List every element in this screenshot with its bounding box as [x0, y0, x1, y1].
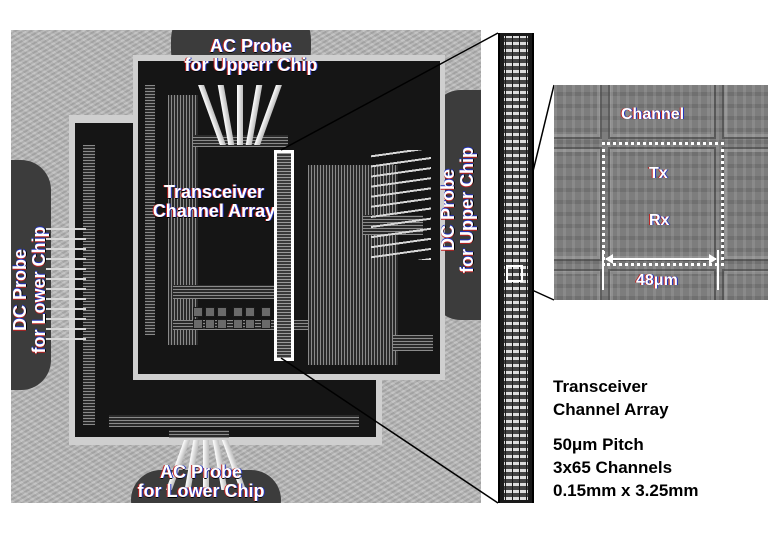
arrow-right-icon — [709, 254, 717, 264]
spec-channels: 3x65 Channels — [553, 458, 673, 477]
arrow-left-icon — [605, 254, 613, 264]
strip-channel-cells — [504, 36, 528, 500]
dc-probe-upper-needles — [371, 150, 431, 260]
label-ac-probe-upper: AC Probe for Upperr Chip — [184, 36, 318, 75]
die-photo: AC Probe for Upperr Chip Transceiver Cha… — [11, 30, 481, 503]
ac-probe-upper-needles — [198, 85, 282, 145]
caption-specs: 50μm Pitch 3x65 Channels 0.15mm x 3.25mm — [553, 433, 699, 502]
label-dimension: 48μm — [636, 272, 678, 289]
channel-array-strip — [498, 33, 534, 503]
ac-probe-lower-needles — [165, 440, 247, 490]
label-channel: Channel — [621, 106, 685, 123]
label-rx: Rx — [649, 212, 670, 229]
caption-title: Transceiver Channel Array — [553, 377, 669, 419]
label-transceiver-array: Transceiver Channel Array — [152, 182, 276, 221]
label-tx: Tx — [649, 165, 668, 182]
label-ac-probe-lower: AC Probe for Lower Chip — [137, 462, 265, 501]
dimension-line — [606, 258, 716, 260]
spec-dimensions: 0.15mm x 3.25mm — [553, 481, 699, 500]
leader-line-bottom — [280, 357, 499, 504]
leader-line-top — [280, 32, 499, 151]
spec-pitch: 50μm Pitch — [553, 435, 644, 454]
channel-zoom-inset: Channel Tx Rx 48μm — [554, 85, 768, 300]
dc-probe-lower-body — [11, 160, 51, 390]
dc-probe-lower-needles — [46, 220, 86, 340]
dimension-tick-left — [602, 250, 604, 290]
strip-highlight-box — [506, 265, 523, 282]
dimension-tick-right — [717, 250, 719, 290]
channel-outline-dashed — [602, 142, 724, 266]
